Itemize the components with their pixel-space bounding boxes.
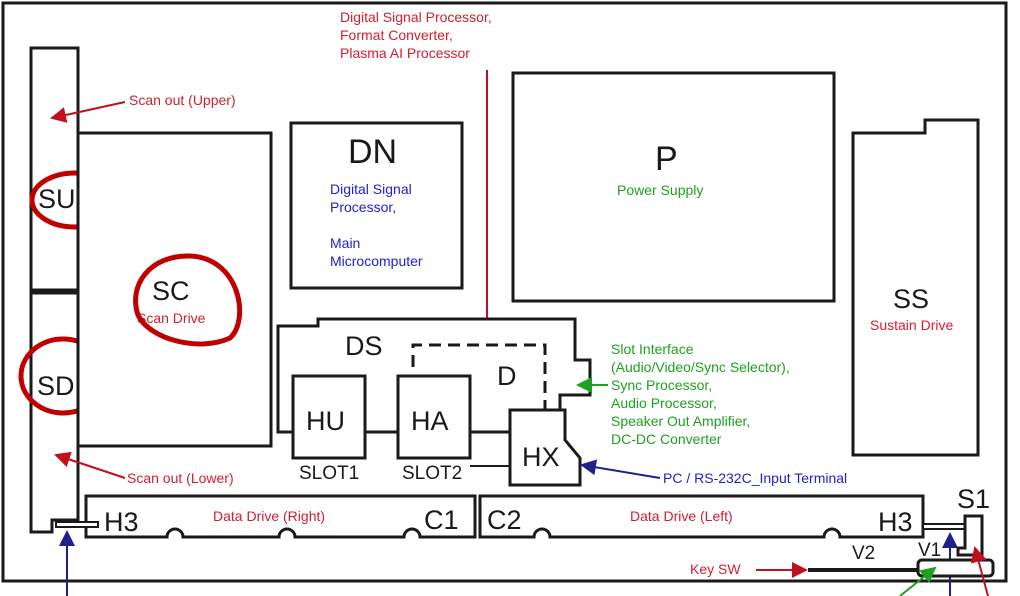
ss-board (851, 118, 980, 457)
ds-desc: Slot Interface (Audio/Video/Sync Selecto… (611, 341, 794, 447)
s1-arrow (970, 546, 989, 596)
dn-desc: Digital Signal Processor, Main Microcomp… (330, 181, 423, 269)
hx-board (508, 408, 582, 487)
scan-lower-label: Scan out (Lower) (127, 470, 234, 486)
slot2-label: SLOT2 (402, 463, 462, 484)
data-left-label: Data Drive (Left) (630, 508, 733, 524)
c2-board (478, 494, 925, 539)
ha-board (396, 374, 472, 460)
c2-label: C2 (487, 505, 522, 535)
scan-lower-arrow (54, 451, 126, 479)
hu-board (291, 374, 367, 460)
sc-highlight (133, 253, 243, 347)
slot1-label: SLOT1 (299, 463, 359, 484)
c1-label: C1 (424, 505, 459, 535)
hx-arrow (580, 459, 661, 479)
p-label: P (655, 140, 678, 178)
s1-label: S1 (957, 484, 990, 514)
hu-label: HU (306, 406, 345, 436)
ds-label: DS (345, 331, 383, 361)
c1-board (84, 494, 477, 539)
d-board (411, 343, 547, 410)
d-label: D (497, 361, 517, 391)
dn-board (289, 121, 464, 290)
h3-right-label: H3 (878, 507, 913, 537)
su-label: SU (38, 184, 76, 214)
p-board (511, 71, 836, 303)
power-supply-label: Power Supply (617, 182, 703, 198)
scan-upper-arrow (50, 101, 126, 123)
data-right-label: Data Drive (Right) (213, 508, 325, 524)
hx-label: HX (522, 442, 560, 472)
dn-label: DN (348, 133, 397, 171)
s1-board (956, 514, 984, 557)
ss-label: SS (893, 284, 929, 314)
sustain-drive-label: Sustain Drive (870, 317, 953, 333)
sc-board (76, 131, 273, 448)
scan-drive-label: Scan Drive (137, 310, 206, 326)
v1-label: V1 (918, 540, 941, 561)
h3-left-label: H3 (104, 507, 139, 537)
v2-label: V2 (852, 543, 875, 564)
d-desc: Digital Signal Processor, Format Convert… (340, 9, 496, 61)
v1-arrow (899, 566, 937, 596)
key-sw-label: Key SW (690, 561, 741, 577)
sc-label: SC (152, 276, 190, 306)
scan-upper-label: Scan out (Upper) (129, 92, 236, 108)
hx-desc: PC / RS-232C_Input Terminal (663, 470, 847, 486)
h3-right-connector (922, 523, 966, 530)
sd-label: SD (37, 371, 75, 401)
ha-label: HA (411, 406, 449, 436)
h3-left-connector (55, 521, 99, 528)
